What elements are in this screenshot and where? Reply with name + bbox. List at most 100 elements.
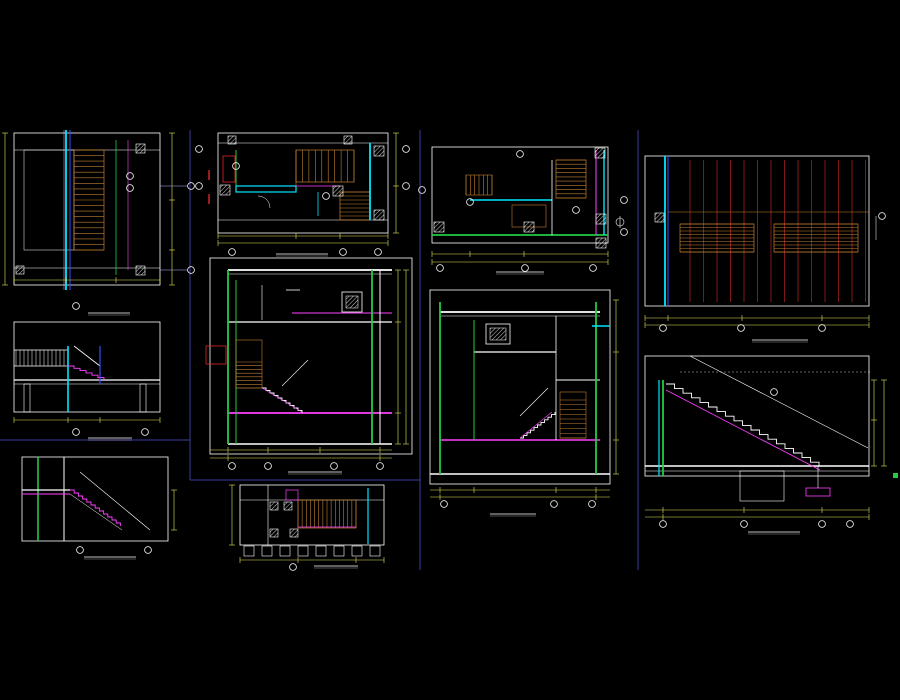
column-hatch-icon — [433, 221, 445, 233]
column-hatch-icon — [15, 265, 25, 275]
glass-partition — [235, 185, 297, 193]
grid-bubble-icon — [126, 184, 134, 192]
window — [341, 291, 363, 313]
sections-layer — [13, 257, 887, 554]
stair-soffit — [261, 387, 303, 413]
north-arrow-icon — [615, 216, 625, 228]
grid-bubble-icon — [141, 428, 149, 436]
grid-bubble-icon — [187, 182, 195, 190]
plan-frame — [239, 484, 385, 546]
dimension-line — [871, 379, 877, 467]
column-outline — [269, 528, 279, 538]
column-hatch-icon — [654, 212, 665, 223]
rail-line — [79, 471, 151, 531]
grid-bubble-circle — [740, 520, 748, 528]
section-frame — [13, 321, 161, 413]
dimension-line — [210, 447, 392, 453]
column-outline — [219, 184, 231, 196]
grid-bubble-circle — [466, 198, 474, 206]
dimension-line — [403, 269, 409, 445]
grid-bubble-icon — [289, 563, 297, 571]
grid-bubble-icon — [339, 248, 347, 256]
pier — [139, 383, 147, 413]
grid-bubble-circle — [322, 192, 330, 200]
column-hatch-icon — [594, 147, 606, 159]
grid-bubble-circle — [228, 248, 236, 256]
plan-frame — [13, 132, 161, 286]
footing-pad — [261, 545, 273, 557]
grid-bubble-icon — [232, 162, 240, 170]
plan-frame — [431, 146, 609, 244]
footing-pad — [315, 545, 327, 557]
grid-bubble-icon — [187, 266, 195, 274]
grid-bubble-circle — [402, 145, 410, 153]
plans-layer — [2, 130, 886, 571]
plan-frame — [217, 132, 389, 234]
column-hatch-icon — [283, 501, 293, 511]
stair-profile — [666, 383, 820, 467]
dimension-line — [217, 233, 389, 239]
grid-bubble-circle — [264, 462, 272, 470]
stair-soffit — [69, 493, 123, 531]
grid-bubble-circle — [339, 248, 347, 256]
column-hatch-icon — [373, 145, 385, 157]
dimension-line — [210, 455, 392, 461]
grid-bubble-circle — [516, 150, 524, 158]
grid-bubble-icon — [572, 206, 580, 214]
grid-bubble-circle — [187, 266, 195, 274]
column-outline — [433, 221, 445, 233]
column-outline — [595, 213, 607, 225]
column-hatch-icon — [219, 184, 231, 196]
column-hatch-icon — [135, 143, 146, 154]
grid-bubble-circle — [572, 206, 580, 214]
dimension-line — [229, 484, 235, 546]
dimension-line — [881, 379, 887, 467]
column-hatch-icon — [227, 135, 237, 145]
stair-run — [559, 391, 587, 439]
stair-treads — [680, 223, 754, 253]
dimension-line — [431, 251, 609, 257]
grid-bubble-circle — [659, 520, 667, 528]
door-block — [285, 489, 299, 501]
grid-bubble-circle — [440, 500, 448, 508]
door-swing — [257, 195, 271, 209]
stair-treads — [74, 149, 104, 251]
footing-pad — [369, 545, 381, 557]
rail-line — [519, 387, 549, 417]
dimension-line — [395, 269, 401, 445]
grid-bubble-circle — [376, 462, 384, 470]
column-outline — [654, 212, 665, 223]
section-frame — [429, 289, 611, 485]
grid-bubble-circle — [878, 212, 886, 220]
grid-bubble-circle — [72, 428, 80, 436]
dimension-line — [644, 315, 870, 321]
grid-bubble-icon — [76, 546, 84, 554]
window-inner — [345, 295, 359, 309]
group-separators — [0, 130, 639, 570]
stair-soffit — [665, 389, 821, 471]
grid-bubble-icon — [818, 324, 826, 332]
column-hatch-icon — [595, 213, 607, 225]
grid-bubble-icon — [737, 324, 745, 332]
dimension-line — [13, 277, 161, 283]
grid-bubble-icon — [818, 520, 826, 528]
stair-profile — [262, 387, 303, 413]
stair-treads — [295, 150, 355, 182]
grid-bubble-icon — [770, 388, 778, 396]
grid-bubble-circle — [521, 264, 529, 272]
dimension-line — [431, 259, 609, 265]
dimension-line — [13, 417, 161, 423]
stair-profile — [70, 489, 121, 526]
grid-bubble-circle — [289, 563, 297, 571]
section-frame — [209, 257, 413, 455]
column-outline — [343, 135, 353, 145]
grid-bubble-circle — [620, 228, 628, 236]
window — [485, 323, 511, 345]
sheet-title — [276, 253, 328, 257]
grid-bubble-icon — [588, 500, 596, 508]
dimension-line — [613, 299, 619, 475]
stair-treads — [236, 361, 262, 389]
grid-bubble-icon — [659, 324, 667, 332]
grid-bubble-icon — [550, 500, 558, 508]
